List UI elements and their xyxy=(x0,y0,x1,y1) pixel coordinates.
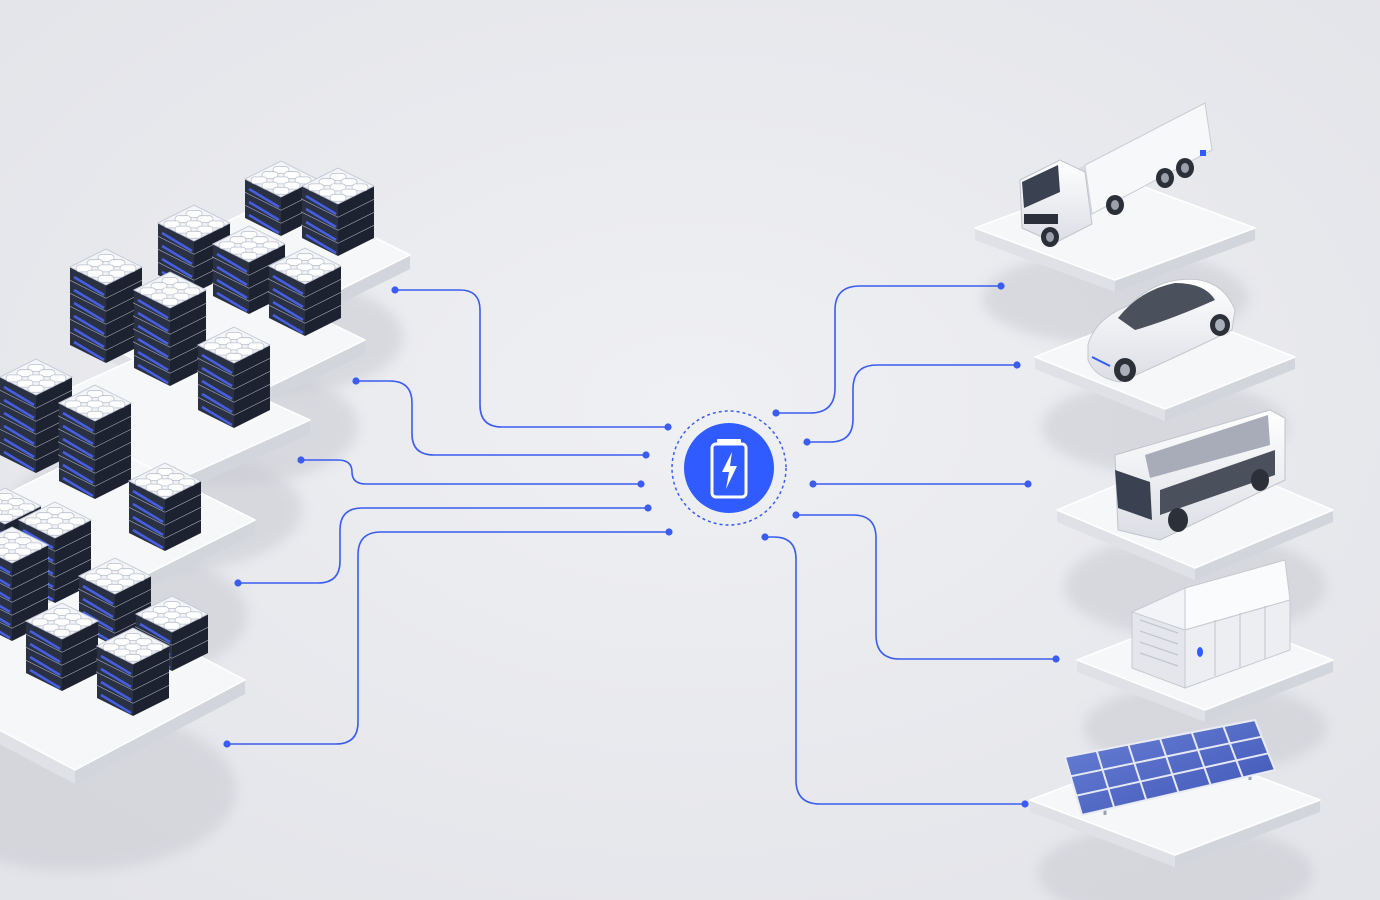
battery-rack-group-5-module-16 xyxy=(24,602,100,691)
connector-dot xyxy=(1024,480,1032,488)
connector-dot xyxy=(642,451,650,459)
truck-icon xyxy=(1019,102,1213,247)
connector-dot xyxy=(803,438,811,446)
battery-charging-icon xyxy=(710,439,748,499)
connector-dot xyxy=(1052,655,1060,663)
connector-dot xyxy=(772,409,780,417)
application-items xyxy=(974,102,1334,900)
hub-dashed-ring xyxy=(671,410,787,526)
battery-hub xyxy=(671,410,787,526)
connector-dot xyxy=(664,423,672,431)
connector-left-2 xyxy=(352,377,650,459)
battery-rack-group-1-module-1 xyxy=(300,167,376,256)
battery-rack-group-2-module-4 xyxy=(267,247,343,336)
connector-right-solar xyxy=(761,533,1029,808)
connector-left-3 xyxy=(297,456,645,488)
connector-dot xyxy=(223,740,231,748)
connector-dot xyxy=(352,377,360,385)
battery-rack-group-1-module-0 xyxy=(243,160,319,236)
connector-dot xyxy=(997,282,1005,290)
connector-dot xyxy=(1013,361,1021,369)
battery-rack-group-3-module-5 xyxy=(68,248,144,363)
battery-rack-group-4-module-10 xyxy=(127,462,203,551)
battery-rack-group-4-module-8 xyxy=(0,358,74,473)
connector-dot xyxy=(234,579,242,587)
connector-dot xyxy=(297,456,305,464)
connector-lines xyxy=(223,282,1060,808)
connector-dot xyxy=(391,286,399,294)
connector-right-truck xyxy=(772,282,1005,417)
connector-right-bus xyxy=(809,480,1032,488)
connector-dot xyxy=(644,504,652,512)
connector-dot xyxy=(761,533,769,541)
car-icon xyxy=(1087,278,1236,383)
connector-left-4 xyxy=(234,504,652,587)
storage-cabinet-icon xyxy=(1131,559,1291,689)
battery-rack-group-3-module-7 xyxy=(196,326,272,428)
connector-dot xyxy=(792,511,800,519)
battery-rack-group-4-module-9 xyxy=(57,384,133,499)
connector-right-cabinet xyxy=(792,511,1060,663)
connector-dot xyxy=(1021,800,1029,808)
connector-dot xyxy=(637,480,645,488)
battery-rack-group-5-module-13 xyxy=(0,526,50,641)
battery-rack-group-5-module-17 xyxy=(95,627,171,716)
connector-dot xyxy=(665,528,673,536)
battery-rack-group-2-module-3 xyxy=(211,225,287,314)
bus-icon xyxy=(1114,409,1286,541)
battery-modules xyxy=(0,160,376,716)
connector-left-1 xyxy=(391,286,672,431)
solar-panel-icon xyxy=(1063,718,1277,817)
connector-right-car xyxy=(803,361,1021,446)
connector-left-5 xyxy=(223,528,673,748)
battery-rack-group-5-module-14 xyxy=(77,557,153,646)
connector-dot xyxy=(809,480,817,488)
battery-rack-group-3-module-6 xyxy=(132,271,208,386)
